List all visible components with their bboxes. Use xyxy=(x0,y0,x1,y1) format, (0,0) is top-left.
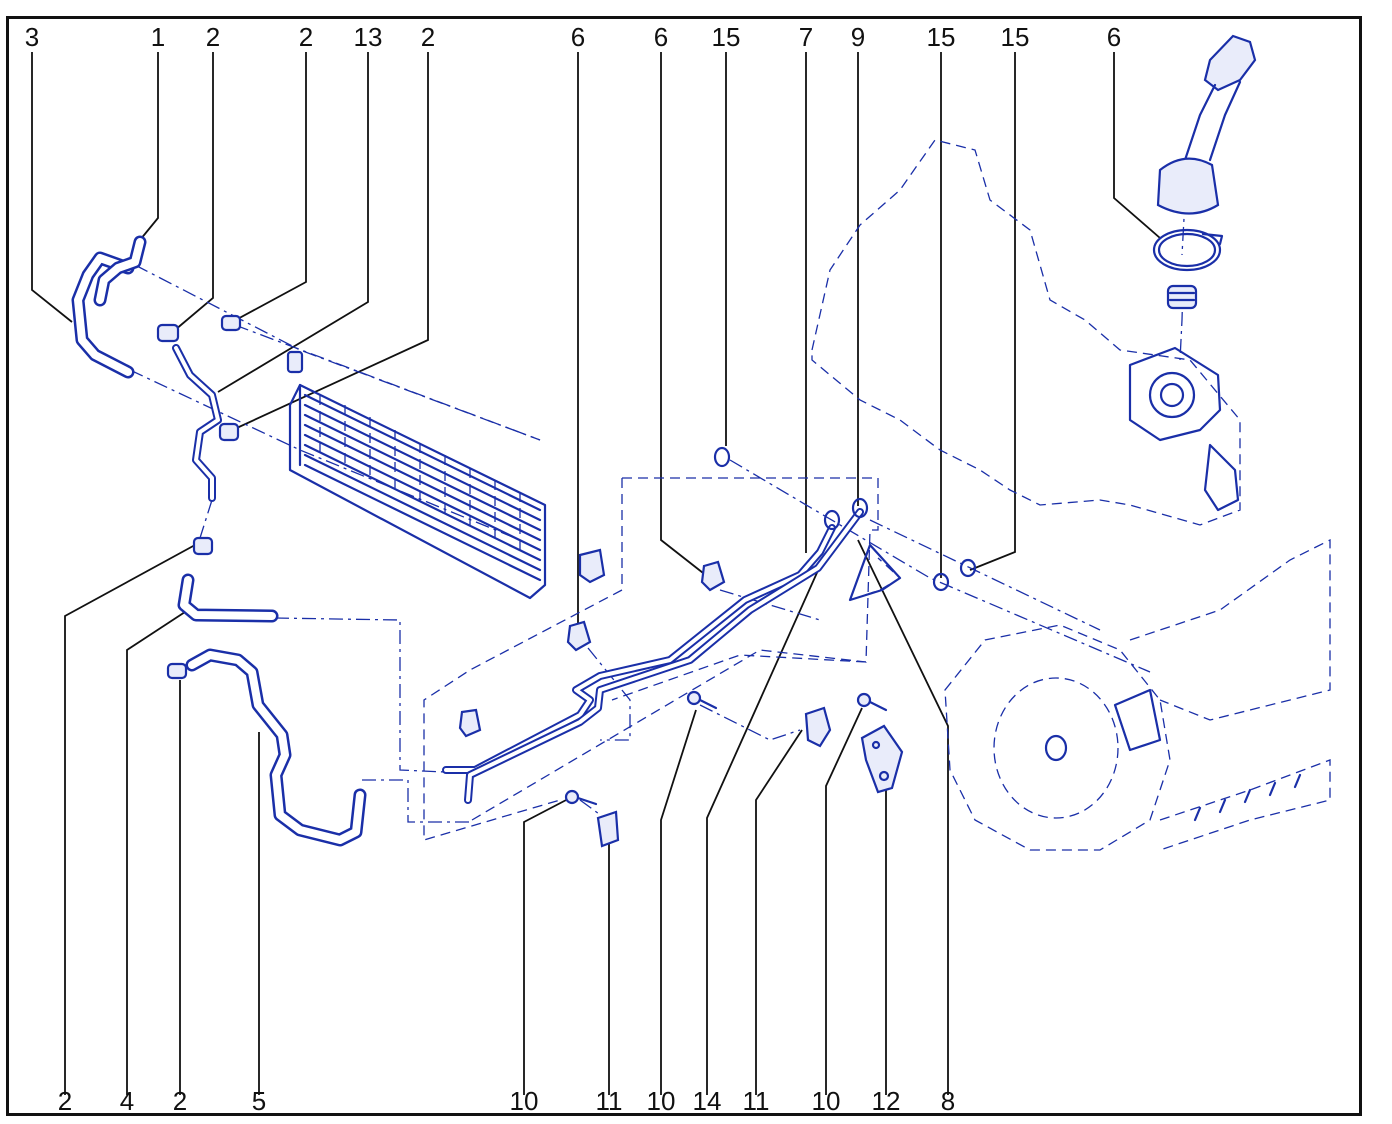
bracket-11-a xyxy=(596,810,620,848)
callout-1: 1 xyxy=(151,22,165,52)
leader-1 xyxy=(139,52,159,241)
leader-6c xyxy=(1113,52,1161,239)
torque-converter-outline xyxy=(993,677,1119,819)
clamp-2-lower xyxy=(192,536,214,556)
transmission-housing-outline xyxy=(811,139,1241,526)
pipe-assembly xyxy=(442,508,864,804)
callout-2: 2 xyxy=(58,1086,72,1116)
leader-8 xyxy=(857,539,949,1095)
transmission-mount-flange xyxy=(1128,346,1222,442)
leader-2b xyxy=(231,52,307,323)
hose-4 xyxy=(177,573,279,623)
alignment-lines xyxy=(129,199,1186,841)
bolt-10-b xyxy=(686,690,718,710)
leader-2 xyxy=(174,52,214,331)
leader-15c xyxy=(969,52,1016,571)
callout-13: 13 xyxy=(354,22,383,52)
callout-5: 5 xyxy=(252,1086,266,1116)
leader-13 xyxy=(217,52,369,393)
clip-6-left xyxy=(566,620,592,652)
clamps xyxy=(156,314,726,738)
hardware xyxy=(564,446,977,848)
align-line-5 xyxy=(274,617,446,773)
washer-15-c xyxy=(959,558,977,578)
oil-cooler xyxy=(286,350,606,600)
clamp-2-top xyxy=(220,314,242,332)
callout-15: 15 xyxy=(1001,22,1030,52)
callout-3: 3 xyxy=(25,22,39,52)
leader-2d xyxy=(64,544,196,1095)
align-line-2 xyxy=(129,369,521,541)
align-line-6 xyxy=(362,779,470,823)
callout-8: 8 xyxy=(941,1086,955,1116)
fitting-bracket-8 xyxy=(848,543,902,602)
fitting-7 xyxy=(823,509,841,531)
clip-6-right xyxy=(700,560,726,592)
leader-10b xyxy=(660,709,697,1095)
diagram-frame xyxy=(6,16,1362,1116)
pipe-upper xyxy=(442,524,836,774)
clamp-2-mid xyxy=(218,422,240,442)
callout-2: 2 xyxy=(299,22,313,52)
washer-15-b xyxy=(932,572,950,592)
transmission-port-ring xyxy=(1148,371,1196,419)
callout-2: 2 xyxy=(421,22,435,52)
filler-assembly xyxy=(1152,34,1257,310)
callout-6: 6 xyxy=(571,22,585,52)
fitting-9 xyxy=(851,497,869,519)
leader-6b xyxy=(660,52,713,581)
align-line-3 xyxy=(234,324,541,441)
assembly-box-lower xyxy=(471,649,867,821)
ring-clip xyxy=(1152,228,1222,272)
assembly-box-upper xyxy=(611,477,879,701)
align-line-10 xyxy=(869,519,1101,631)
cooler-bracket xyxy=(578,548,606,584)
pipe-lower xyxy=(464,508,864,804)
callout-6: 6 xyxy=(654,22,668,52)
bolt-10-a xyxy=(564,789,598,806)
filler-seal xyxy=(1166,284,1198,310)
hoses xyxy=(71,235,367,847)
align-line-9 xyxy=(729,459,1151,673)
assembly-box-corner xyxy=(849,557,902,601)
washer-15-a xyxy=(713,446,731,468)
callout-7: 7 xyxy=(799,22,813,52)
leader-10c xyxy=(825,707,863,1095)
leader-2c xyxy=(227,52,429,433)
callouts-top: 3 1 2 2 13 2 6 6 15 7 9 15 15 6 xyxy=(25,22,1121,52)
callout-4: 4 xyxy=(120,1086,134,1116)
transmission-case xyxy=(944,538,1331,851)
leader-4 xyxy=(126,611,186,1095)
leader-3 xyxy=(31,52,73,323)
callout-2: 2 xyxy=(206,22,220,52)
leader-lines xyxy=(31,52,1161,1095)
callout-15: 15 xyxy=(927,22,956,52)
callout-9: 9 xyxy=(851,22,865,52)
callout-15: 15 xyxy=(712,22,741,52)
leader-14 xyxy=(706,565,821,1095)
cooler-fitting-top xyxy=(286,350,304,374)
align-line-8 xyxy=(719,589,821,621)
align-line-7 xyxy=(587,647,631,741)
bolt-10-c xyxy=(856,692,888,712)
clip-6-lower xyxy=(458,708,482,738)
bracket-12 xyxy=(860,724,904,794)
align-line-4 xyxy=(199,499,213,539)
bracket-11-b xyxy=(804,706,832,748)
filler-cap xyxy=(1203,34,1257,92)
filler-housing xyxy=(1156,157,1220,215)
clamp-2-bottom xyxy=(166,662,188,680)
callouts-bottom: 2 4 2 5 10 11 10 14 11 10 12 8 xyxy=(58,1086,955,1116)
callout-2: 2 xyxy=(173,1086,187,1116)
align-line-1 xyxy=(134,264,541,441)
leader-11b xyxy=(755,729,803,1095)
callout-6: 6 xyxy=(1107,22,1121,52)
assembly-box-left xyxy=(423,478,623,841)
clamp-2-upper xyxy=(156,323,180,343)
leader-10a xyxy=(523,797,571,1095)
